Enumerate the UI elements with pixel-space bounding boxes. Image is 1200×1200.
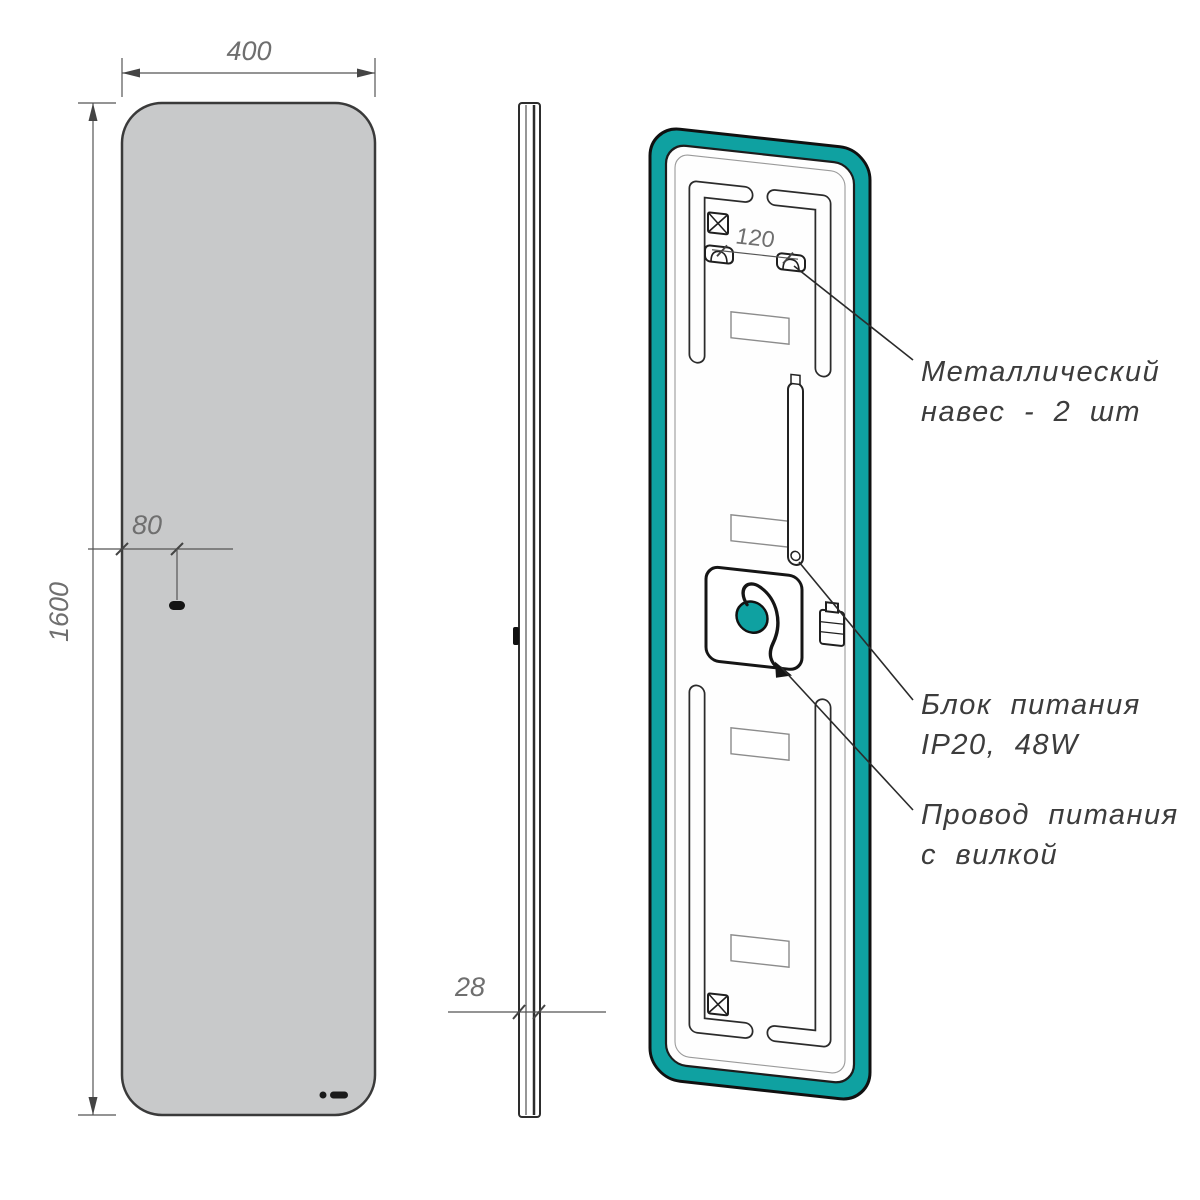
annotation-psu: Блок питания IP20, 48W [798, 561, 1141, 761]
dim-width: 400 [121, 36, 376, 97]
dim-height: 1600 [44, 102, 116, 1116]
side-profile [518, 102, 541, 1118]
channel-bottom-right [768, 700, 830, 1046]
annotation-cord-line2: с вилкой [921, 839, 1058, 871]
slash-tick [782, 251, 794, 265]
brand-logo [319, 1091, 348, 1099]
sticker [730, 727, 790, 761]
screw-cross [707, 213, 729, 233]
annotation-bracket-line1: Металлический [921, 356, 1160, 388]
cable-grommet [735, 600, 769, 634]
annotation-bracket-line2: навес - 2 шт [921, 396, 1141, 428]
sticker [730, 514, 790, 548]
annotation-psu-line1: Блок питания [921, 689, 1141, 721]
sticker [730, 311, 790, 345]
arrowhead [357, 68, 375, 78]
channel-bottom-left [690, 686, 752, 1038]
hanger-hook [782, 258, 800, 272]
mirror-body [120, 101, 377, 1117]
dim-bracket-spacing-label: 120 [736, 222, 775, 252]
power-supply-box [704, 565, 804, 678]
connector-body [819, 608, 845, 647]
leader-line [793, 265, 914, 361]
dim-depth-label: 28 [454, 972, 485, 1002]
dim-width-label: 400 [226, 36, 271, 66]
annotation-psu-line2: IP20, 48W [921, 729, 1080, 761]
connector-block [819, 601, 845, 647]
side-view: 28 [448, 102, 606, 1118]
mounting-channels [688, 180, 832, 1048]
arrowhead [88, 1097, 98, 1115]
connector-line [820, 621, 844, 625]
arrowhead [122, 68, 140, 78]
slash-tick [115, 542, 129, 556]
dim-sensor-offset: 80 [88, 510, 233, 600]
back-panel-sheared: 120 [648, 127, 872, 1101]
driver-body [787, 381, 804, 566]
top-screw [707, 211, 729, 236]
slash-tick [512, 1004, 526, 1020]
channel-top-right [768, 190, 830, 376]
sticker [730, 934, 790, 968]
logo-dot [319, 1091, 327, 1099]
touch-sensor-mark [169, 601, 185, 610]
connector-line [820, 631, 844, 635]
dim-sensor-offset-label: 80 [132, 510, 162, 540]
dim-depth: 28 [448, 972, 606, 1020]
slash-tick [532, 1004, 546, 1020]
back-view: 120 [648, 127, 1179, 1101]
driver-top-tab [790, 373, 801, 386]
dim-line [712, 249, 798, 260]
slash-tick [716, 244, 728, 257]
leader-line [780, 666, 914, 811]
driver-bottom-dot [790, 550, 801, 562]
dim-height-label: 1600 [44, 582, 74, 642]
led-driver-strip [787, 373, 804, 566]
annotation-cord: Провод питания с вилкой [780, 666, 1179, 871]
front-view: 400 1600 80 [44, 36, 377, 1117]
channel-top-left [690, 182, 752, 362]
arrowhead [88, 103, 98, 121]
power-cable [741, 582, 781, 671]
dim-bracket-spacing: 120 [712, 222, 798, 265]
hanger-hook [710, 250, 728, 264]
annotation-cord-line1: Провод питания [921, 799, 1179, 831]
leader-line [798, 561, 914, 701]
bottom-screw [707, 992, 729, 1017]
annotation-bracket: Металлический навес - 2 шт [793, 265, 1160, 428]
side-sensor-mark [513, 627, 519, 645]
logo-bar [330, 1091, 348, 1099]
screw-cross [707, 994, 729, 1014]
